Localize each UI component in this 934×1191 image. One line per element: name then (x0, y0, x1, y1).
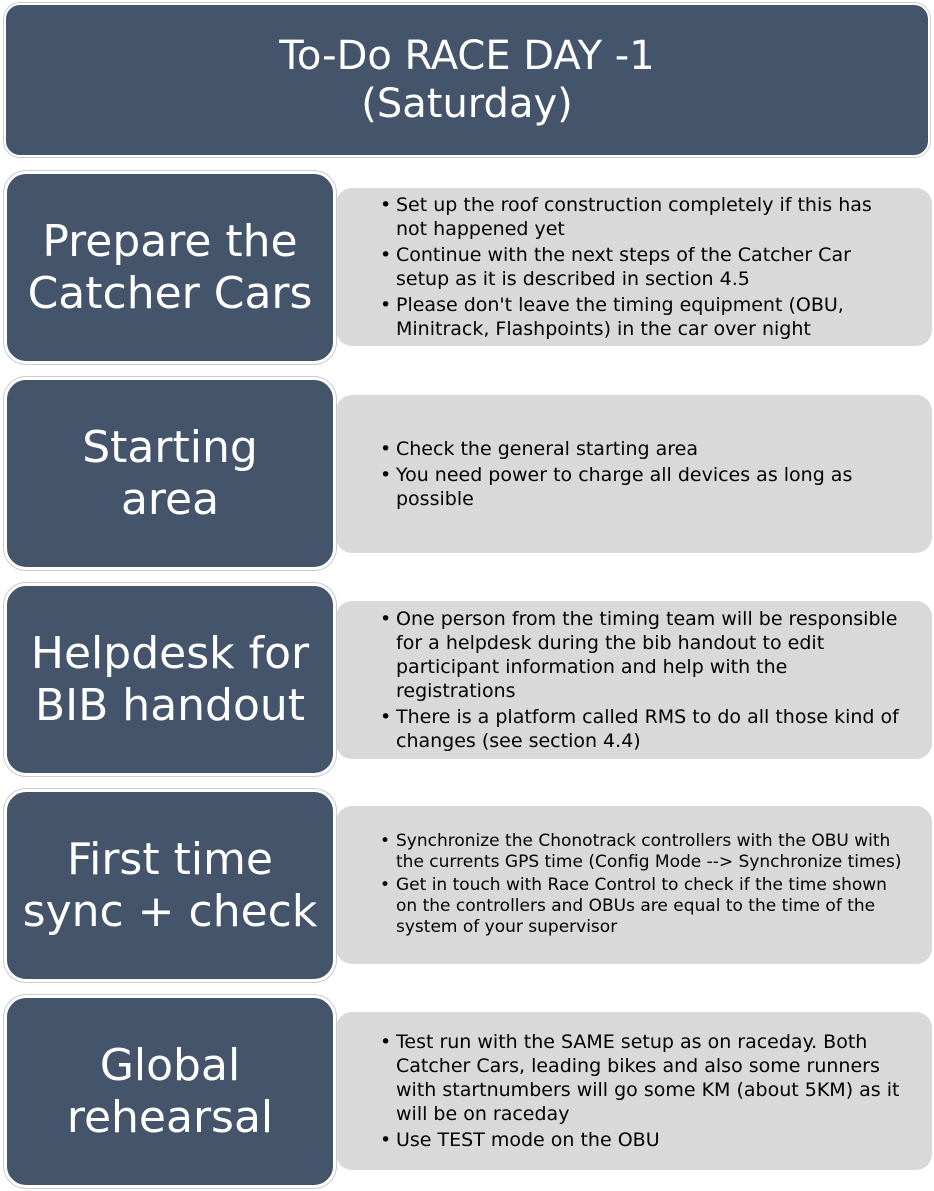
bullet-item: Continue with the next steps of the Catc… (380, 243, 906, 291)
label-line: rehearsal (66, 1091, 274, 1143)
bullet-list: One person from the timing team will be … (380, 606, 906, 755)
label-box-global-rehearsal: Global rehearsal (4, 995, 336, 1188)
detail-box-first-time-sync: Synchronize the Chonotrack controllers w… (336, 806, 932, 964)
bullet-item: You need power to charge all devices as … (380, 463, 906, 511)
label-line: BIB handout (34, 679, 306, 731)
label-line: sync + check (22, 885, 318, 937)
title-line-1: To-Do RACE DAY -1 (279, 33, 655, 79)
label-line: Catcher Cars (27, 267, 313, 319)
bullet-item: Synchronize the Chonotrack controllers w… (380, 831, 906, 873)
bullet-item: Use TEST mode on the OBU (380, 1128, 906, 1152)
bullet-item: One person from the timing team will be … (380, 607, 906, 703)
detail-box-global-rehearsal: Test run with the SAME setup as on raced… (336, 1012, 932, 1170)
label-line: Helpdesk for (30, 627, 310, 679)
bullet-list: Set up the roof construction completely … (380, 192, 906, 343)
detail-box-helpdesk-bib-handout: One person from the timing team will be … (336, 601, 932, 759)
bullet-item: Set up the roof construction completely … (380, 193, 906, 241)
label-line: Starting (82, 421, 258, 473)
bullet-list: Check the general starting area You need… (380, 436, 906, 513)
detail-box-starting-area: Check the general starting area You need… (336, 395, 932, 553)
bullet-list: Synchronize the Chonotrack controllers w… (380, 830, 906, 940)
label-line: area (120, 473, 220, 525)
label-box-starting-area: Starting area (4, 377, 336, 570)
label-box-prepare-catcher-cars: Prepare the Catcher Cars (4, 171, 336, 364)
title-line-2: (Saturday) (361, 81, 573, 127)
label-box-helpdesk-bib-handout: Helpdesk for BIB handout (4, 583, 336, 776)
bullet-list: Test run with the SAME setup as on raced… (380, 1029, 906, 1154)
bullet-item: Check the general starting area (380, 437, 906, 461)
label-box-first-time-sync: First time sync + check (4, 789, 336, 982)
detail-box-prepare-catcher-cars: Set up the roof construction completely … (336, 188, 932, 346)
label-line: First time (67, 833, 273, 885)
bullet-item: Get in touch with Race Control to check … (380, 875, 906, 938)
label-line: Global (99, 1039, 241, 1091)
bullet-item: There is a platform called RMS to do all… (380, 705, 906, 753)
bullet-item: Please don't leave the timing equipment … (380, 293, 906, 341)
label-line: Prepare the (42, 215, 298, 267)
bullet-item: Test run with the SAME setup as on raced… (380, 1030, 906, 1126)
title-box: To-Do RACE DAY -1 (Saturday) (4, 3, 930, 157)
